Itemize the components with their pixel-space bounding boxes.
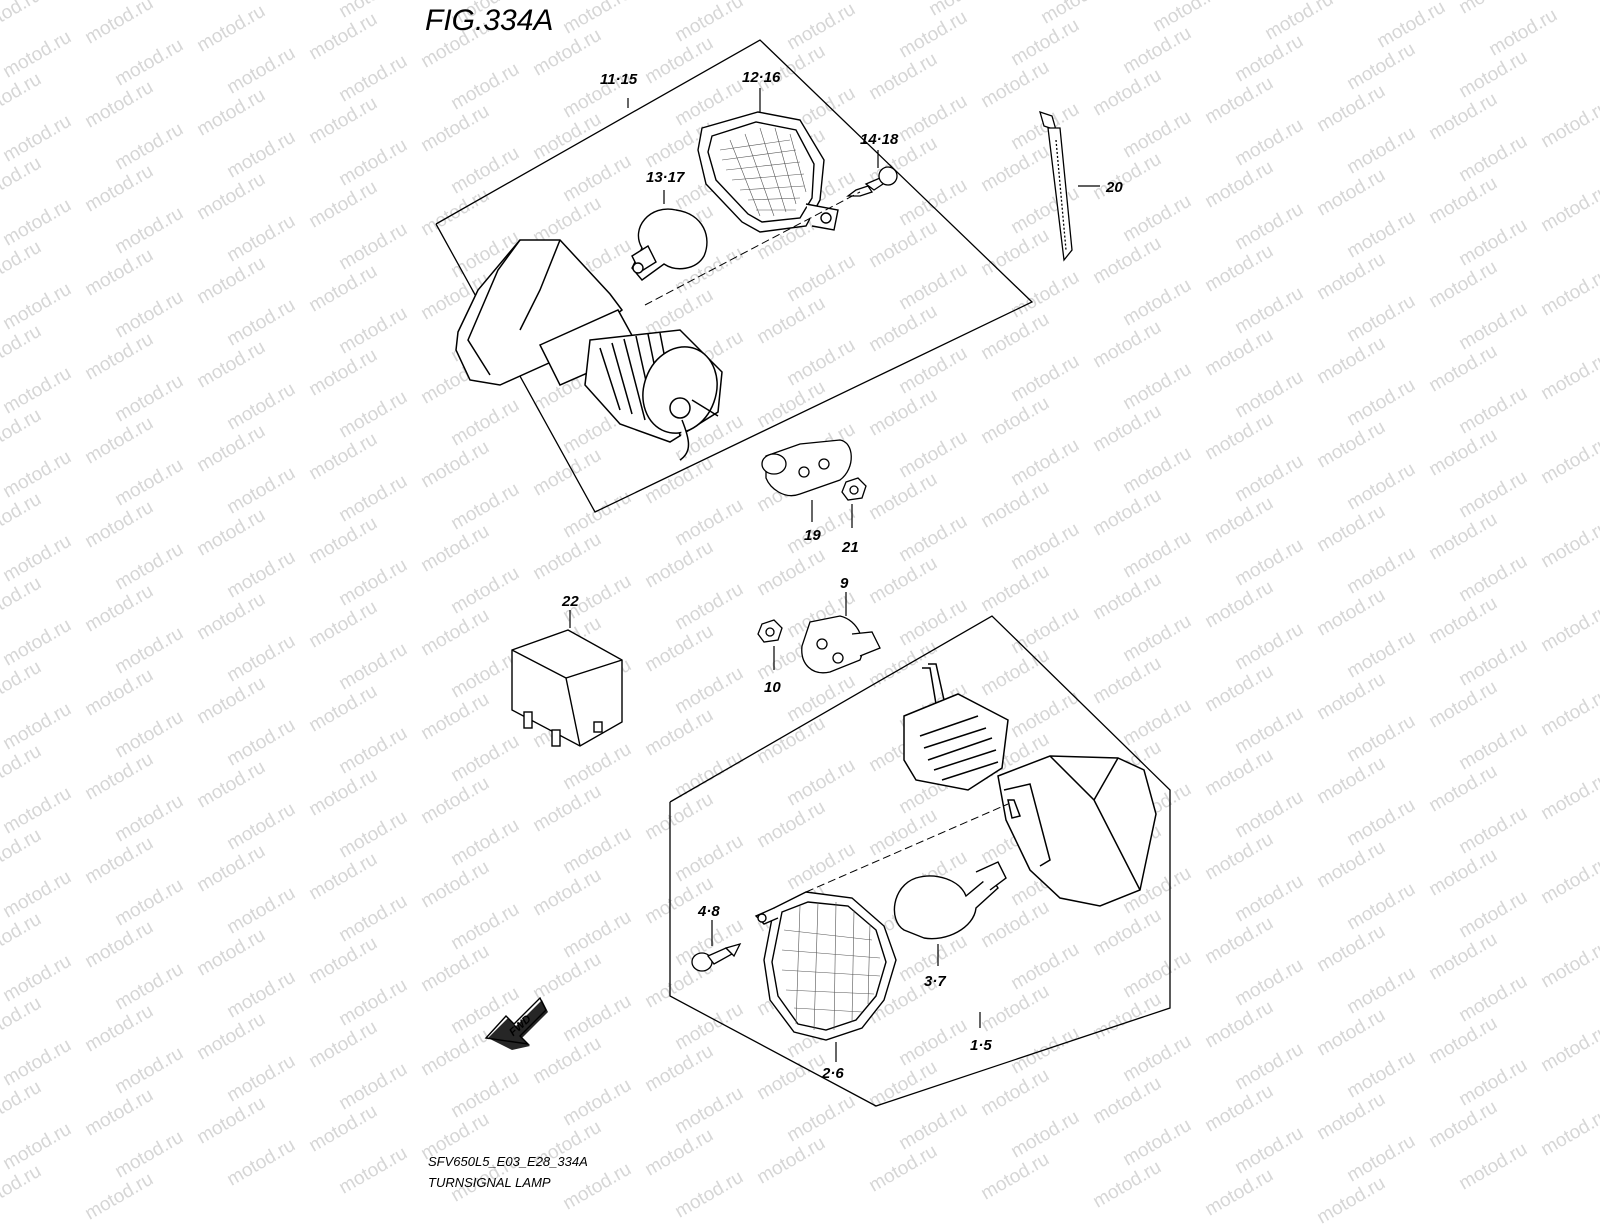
figure-title: FIG.334A: [425, 4, 553, 37]
upper-lens-pattern: [719, 127, 807, 217]
callout-13-17: 13·17: [646, 169, 685, 186]
parts-diagram: FIG.334A 11·15 13·17: [425, 4, 1171, 1190]
callout-3-7: 3·7: [924, 973, 946, 990]
upper-bulb: [631, 208, 708, 281]
callout-4-8: 4·8: [697, 903, 720, 920]
lower-lamp-housing: [903, 663, 1157, 907]
callout-9: 9: [840, 575, 849, 592]
lower-alignment-line: [805, 803, 1009, 893]
callout-22: 22: [561, 593, 579, 610]
callout-11-15: 11·15: [600, 71, 638, 88]
nut-lower: [757, 619, 783, 643]
upper-screw: [846, 166, 898, 197]
footer-code: SFV650L5_E03_E28_334A: [428, 1154, 588, 1169]
lower-lens-pattern: [781, 901, 881, 1031]
fwd-arrow-icon: FWD: [484, 996, 548, 1050]
lower-lens: [754, 891, 897, 1041]
grommet-upper: [761, 439, 852, 497]
nut-upper: [841, 477, 867, 501]
callout-20: 20: [1105, 179, 1123, 196]
callout-19: 19: [804, 527, 821, 544]
callout-10: 10: [764, 679, 781, 696]
footer-name: TURNSIGNAL LAMP: [428, 1175, 551, 1190]
upper-lamp-housing: [455, 239, 723, 461]
callout-12-16: 12·16: [742, 69, 781, 86]
grommet-lower: [801, 615, 881, 674]
callout-2-6: 2·6: [821, 1065, 844, 1082]
lower-screw: [691, 942, 742, 972]
callout-14-18: 14·18: [860, 131, 899, 148]
lower-bulb: [893, 861, 1007, 940]
upper-assembly-box: [435, 39, 1034, 513]
upper-alignment-line: [644, 191, 861, 306]
lower-assembly-box: [669, 615, 1171, 1107]
flasher-relay: [511, 629, 623, 747]
callout-1-5: 1·5: [970, 1037, 992, 1054]
upper-lens: [697, 111, 839, 233]
callout-21: 21: [841, 539, 859, 556]
cable-tie: [1039, 110, 1073, 262]
